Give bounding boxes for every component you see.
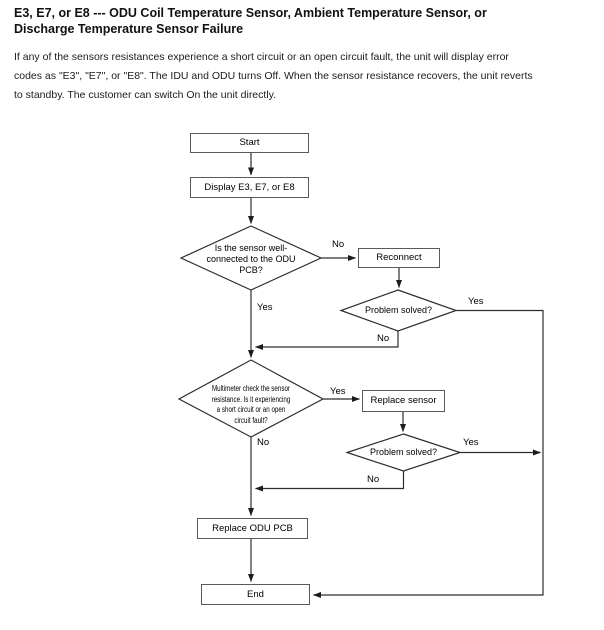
node-start-label: Start xyxy=(239,137,260,149)
decision-problem-solved-1-shape xyxy=(339,289,458,332)
edge-label-problem-solved-2-yes: Yes xyxy=(463,437,479,448)
edge-label-problem-solved-2-no: No xyxy=(367,474,380,485)
decision-problem-solved-2-shape xyxy=(345,433,462,472)
node-start: Start xyxy=(190,133,309,153)
node-reconnect-label: Reconnect xyxy=(376,252,422,264)
node-replace-odu-pcb: Replace ODU PCB xyxy=(197,518,308,539)
intro-paragraph: If any of the sensors resistances experi… xyxy=(14,51,533,101)
edge-label-problem-solved-1-yes: Yes xyxy=(468,296,484,307)
node-end: End xyxy=(201,584,310,605)
edge-label-problem-solved-1-no: No xyxy=(377,333,390,344)
connector-problem-solved-2-no-return xyxy=(255,471,405,492)
node-check-resistance-label: Multimeter check the sensor resistance. … xyxy=(211,384,291,425)
node-reconnect: Reconnect xyxy=(358,248,440,268)
node-display-error: Display E3, E7, or E8 xyxy=(190,177,309,198)
edge-label-check-connection-no: No xyxy=(332,239,345,250)
edge-label-check-resistance-yes: Yes xyxy=(330,386,346,397)
node-display-error-label: Display E3, E7, or E8 xyxy=(204,181,295,193)
decision-check-connection-shape xyxy=(179,225,323,291)
node-check-connection-label: Is the sensor well- connected to the ODU… xyxy=(206,243,296,275)
node-problem-solved-2-label: Problem solved? xyxy=(369,447,438,457)
connector-problem-solved-1-yes-to-end xyxy=(313,309,544,598)
connector-problem-solved-1-no-return xyxy=(255,331,399,350)
node-replace-sensor-label: Replace sensor xyxy=(370,395,437,407)
node-replace-sensor: Replace sensor xyxy=(362,390,445,412)
node-problem-solved-1-label: Problem solved? xyxy=(364,305,433,315)
node-replace-odu-pcb-label: Replace ODU PCB xyxy=(212,522,293,534)
edge-label-check-resistance-no: No xyxy=(257,437,270,448)
node-end-label: End xyxy=(247,588,264,600)
decision-check-resistance-shape xyxy=(177,359,325,438)
page-title: E3, E7, or E8 --- ODU Coil Temperature S… xyxy=(14,6,487,36)
edge-label-check-connection-yes: Yes xyxy=(257,302,273,313)
